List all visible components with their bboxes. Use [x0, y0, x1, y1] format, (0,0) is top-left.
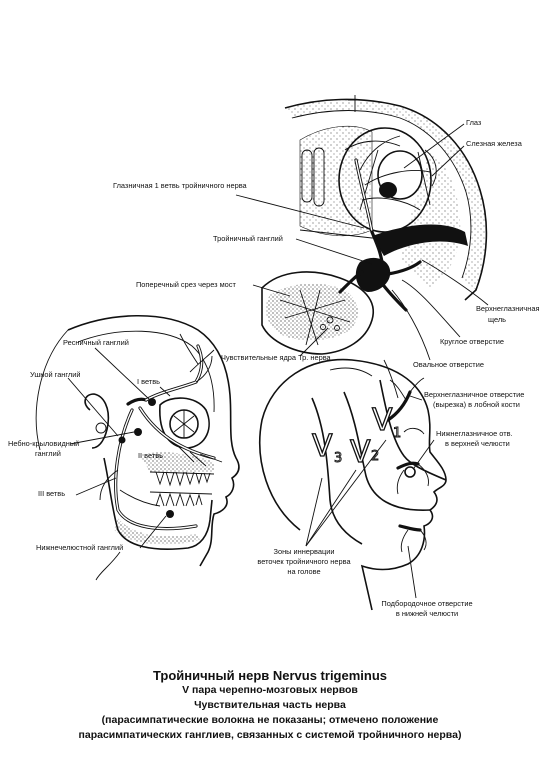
label-ophthalmic-branch: Глазничная 1 ветвь тройничного нерва: [113, 181, 248, 190]
label-innervation-zones-2: веточек тройничного нерва: [257, 557, 351, 566]
zone-v3-letter: V: [312, 429, 333, 464]
zone-v2: V 2: [349, 434, 379, 470]
label-mental-foramen-2: в нижней челюсти: [396, 609, 458, 618]
label-submandibular-ganglion: Нижнечелюстной ганглий: [36, 543, 123, 552]
label-pterygopalatine-ganglion: Небно-крыловидный: [8, 439, 79, 448]
label-branch-1: I ветвь: [137, 377, 160, 386]
label-superior-orbital-fissure: Верхнеглазничная: [476, 304, 539, 313]
trigeminal-nerve-diagram: Глаз Слезная железа Глазничная 1 ветвь т…: [8, 95, 539, 618]
label-pterygopalatine-ganglion-2: ганглий: [35, 449, 61, 458]
zone-v1-subscript: 1: [393, 426, 401, 441]
label-trigeminal-ganglion: Тройничный ганглий: [213, 234, 283, 243]
label-infraorbital-foramen-2: в верхней челюсти: [445, 439, 510, 448]
top-leader-lines: [235, 123, 489, 361]
label-branch-3: III ветвь: [38, 489, 65, 498]
zone-v2-letter: V: [350, 435, 371, 470]
caption-line-3: (парасимпатические волокна не показаны; …: [101, 714, 439, 726]
label-ciliary-ganglion: Ресничный ганглий: [63, 338, 129, 347]
zone-v3: V 3: [311, 428, 342, 466]
upper-teeth: [155, 471, 211, 487]
label-supraorbital-foramen-2: (вырезка) в лобной кости: [433, 400, 520, 409]
label-lacrimal-gland: Слезная железа: [466, 139, 523, 148]
zone-v3-subscript: 3: [334, 451, 342, 466]
label-foramen-rotundum: Круглое отверстие: [440, 337, 504, 346]
caption-line-1: V пара черепно-мозговых нервов: [182, 684, 358, 696]
skull-base-illustration: [261, 95, 488, 355]
label-mental-foramen: Подбородочное отверстие: [381, 599, 472, 608]
zone-v2-subscript: 2: [371, 449, 379, 464]
right-leader-lines: [305, 395, 435, 599]
label-superior-orbital-fissure-2: щель: [488, 315, 506, 324]
label-sensory-nuclei: Чувствительные ядра Тр. нерва: [221, 353, 332, 362]
face-profile-illustration: [35, 314, 240, 581]
label-otic-ganglion: Ушной ганглий: [30, 370, 81, 379]
lower-teeth: [155, 492, 203, 507]
label-innervation-zones: Зоны иннервации: [274, 547, 335, 556]
label-foramen-ovale: Овальное отверстие: [413, 360, 484, 369]
label-innervation-zones-3: на голове: [287, 567, 320, 576]
caption-line-2: Чувствительная часть нерва: [194, 699, 346, 711]
label-eye: Глаз: [466, 118, 482, 127]
zone-v1: V 1: [371, 402, 401, 441]
caption-line-4: парасимпатических ганглиев, связанных с …: [78, 729, 462, 741]
zone-v1-letter: V: [372, 403, 393, 438]
caption-title: Тройничный нерв Nervus trigeminus: [152, 668, 388, 683]
label-pons-section: Поперечный срез через мост: [136, 280, 236, 289]
label-branch-2: II ветвь: [138, 451, 163, 460]
label-supraorbital-foramen: Верхнеглазничное отверстие: [424, 390, 524, 399]
left-leader-lines: [67, 347, 171, 549]
label-infraorbital-foramen: Нижнеглазничное отв.: [436, 429, 513, 438]
caption: Тройничный нерв Nervus trigeminus V пара…: [0, 668, 540, 743]
innervation-zones-illustration: [259, 358, 447, 611]
